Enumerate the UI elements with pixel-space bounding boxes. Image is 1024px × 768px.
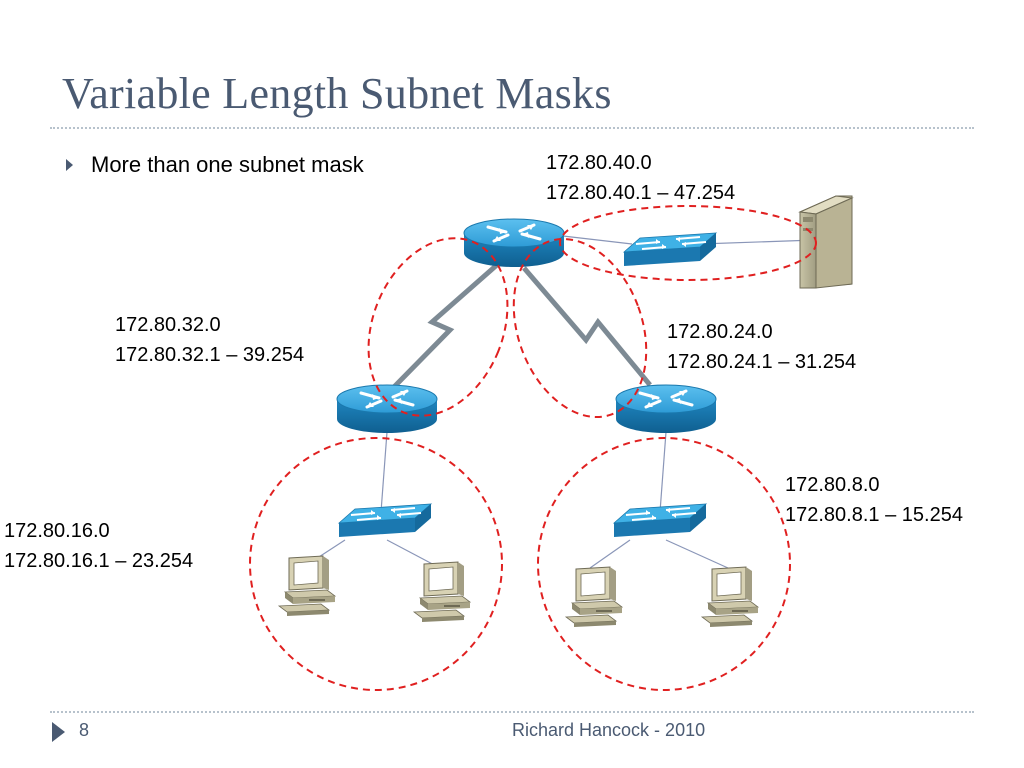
subnet-outline-right-lan [537, 437, 791, 691]
switch-right [613, 503, 707, 538]
subnet-right-lan-network: 172.80.8.0 [785, 474, 880, 496]
subnet-label-right-link: 172.80.24.0 172.80.24.1 – 31.254 [667, 317, 856, 377]
bullet-arrow-icon [66, 159, 73, 171]
footer-divider [50, 711, 974, 713]
switch-top [623, 232, 717, 267]
subnet-label-left-lan: 172.80.16.0 172.80.16.1 – 23.254 [4, 516, 193, 576]
router-core [462, 217, 566, 269]
subnet-left-lan-network: 172.80.16.0 [4, 520, 110, 542]
subnet-label-right-lan: 172.80.8.0 172.80.8.1 – 15.254 [785, 470, 963, 530]
router-right [614, 383, 718, 435]
subnet-right-link-range: 172.80.24.1 – 31.254 [667, 351, 857, 373]
subnet-left-link-network: 172.80.32.0 [115, 314, 221, 336]
subnet-label-top: 172.80.40.0 172.80.40.1 – 47.254 [546, 148, 735, 208]
subnet-outline-left-lan [249, 437, 503, 691]
router-left [335, 383, 439, 435]
pc-right-2 [701, 566, 759, 628]
subnet-left-link-range: 172.80.32.1 – 39.254 [115, 344, 305, 366]
footer-credit: Richard Hancock - 2010 [512, 720, 706, 740]
footer-arrow-icon [52, 722, 65, 742]
pc-left-2 [413, 561, 471, 623]
pc-right-1 [565, 566, 623, 628]
server [798, 195, 854, 289]
wan-link-left [389, 260, 501, 392]
wan-link-right [520, 265, 654, 388]
subnet-left-lan-range: 172.80.16.1 – 23.254 [4, 550, 194, 572]
subnet-top-network: 172.80.40.0 [546, 152, 652, 174]
subnet-top-range: 172.80.40.1 – 47.254 [546, 182, 736, 204]
bullet-item: More than one subnet mask [66, 152, 364, 178]
subnet-right-link-network: 172.80.24.0 [667, 321, 773, 343]
slide-title: Variable Length Subnet Masks [62, 69, 612, 118]
subnet-right-lan-range: 172.80.8.1 – 15.254 [785, 504, 963, 526]
subnet-outline-top [559, 205, 817, 281]
title-divider [50, 127, 974, 129]
switch-left [338, 503, 432, 538]
subnet-label-left-link: 172.80.32.0 172.80.32.1 – 39.254 [115, 310, 304, 370]
bullet-text: More than one subnet mask [91, 152, 364, 177]
subnet-outline-left-link [367, 237, 509, 417]
page-number: 8 [79, 720, 90, 740]
pc-left-1 [278, 555, 336, 617]
